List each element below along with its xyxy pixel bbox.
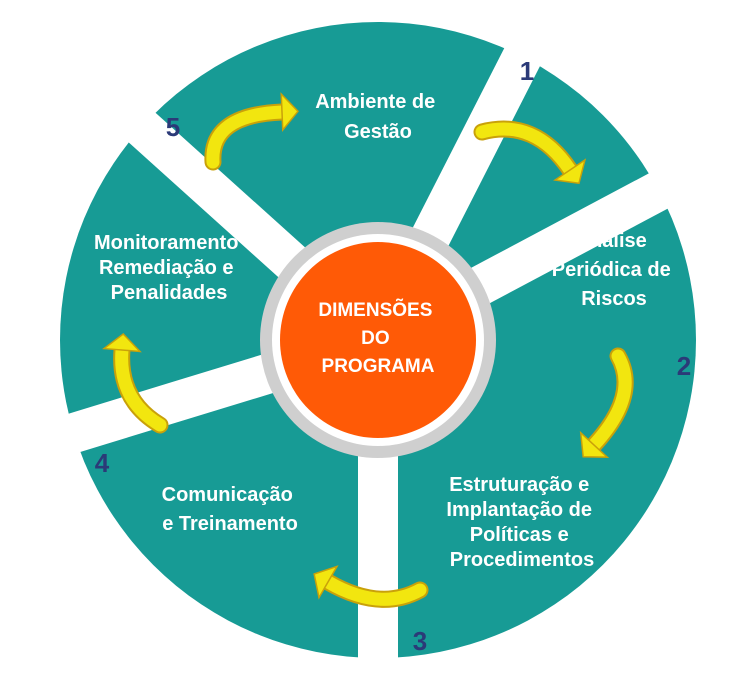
- segment-5-label: Monitoramento Remediação e Penalidades: [94, 232, 244, 304]
- arrow-shaft: [475, 122, 577, 177]
- center-disc: [280, 242, 476, 438]
- segment-1-line: Gestão: [344, 121, 412, 143]
- center-label-line-2: DO: [361, 328, 390, 349]
- arrow-2-to-3-icon: [579, 347, 634, 458]
- segment-5-line: Monitoramento: [94, 232, 238, 254]
- arrow-shaft: [115, 343, 167, 432]
- step-number-2: 2: [677, 351, 691, 381]
- segment-3-label: Estruturação e Implantação de Políticas …: [446, 474, 597, 571]
- segment-5-line: Remediação e: [99, 257, 234, 279]
- segment-3-line: Estruturação e: [449, 474, 589, 496]
- segment-3-line: Procedimentos: [450, 549, 594, 571]
- arrow-shaft: [206, 105, 289, 169]
- arrow-head: [102, 333, 142, 353]
- center-label: DIMENSÕES DO PROGRAMA: [318, 299, 437, 377]
- segment-1-line: Ambiente de: [315, 91, 435, 113]
- arrow-head: [280, 92, 299, 132]
- segment-3-line: Políticas e: [470, 524, 569, 546]
- segment-4-label: Comunicação e Treinamento: [162, 484, 299, 535]
- arrow-5-to-1-icon: [204, 92, 299, 171]
- segment-4-line: e Treinamento: [162, 513, 298, 535]
- center-label-line-1: DIMENSÕES: [318, 299, 432, 321]
- segment-2-label: Análise Periódica de Riscos: [552, 230, 677, 310]
- step-number-3: 3: [413, 626, 427, 656]
- segment-2-line: Riscos: [581, 288, 647, 310]
- arrow-shaft: [321, 575, 427, 606]
- step-number-5: 5: [166, 112, 180, 142]
- segment-5-line: Penalidades: [111, 282, 228, 304]
- arrow-head: [553, 158, 587, 185]
- step-number-1: 1: [520, 56, 534, 86]
- step-number-4: 4: [95, 448, 110, 478]
- segment-3-line: Implantação de: [446, 499, 592, 521]
- segment-1-label: Ambiente de Gestão: [315, 91, 441, 143]
- arrow-1-to-2-icon: [473, 120, 587, 185]
- arrow-head: [579, 430, 610, 458]
- arrow-4-to-5-icon: [102, 333, 169, 434]
- segment-4-line: Comunicação: [162, 484, 293, 506]
- segment-2-line: Periódica de: [552, 259, 671, 281]
- arrow-shaft: [587, 349, 632, 452]
- center-label-line-3: PROGRAMA: [322, 356, 435, 377]
- gaps-layer: [48, 29, 686, 678]
- arrow-3-to-4-icon: [313, 565, 429, 608]
- arrow-head: [313, 565, 339, 600]
- arrows-layer: [102, 92, 634, 608]
- segment-2-line: Análise: [576, 230, 647, 252]
